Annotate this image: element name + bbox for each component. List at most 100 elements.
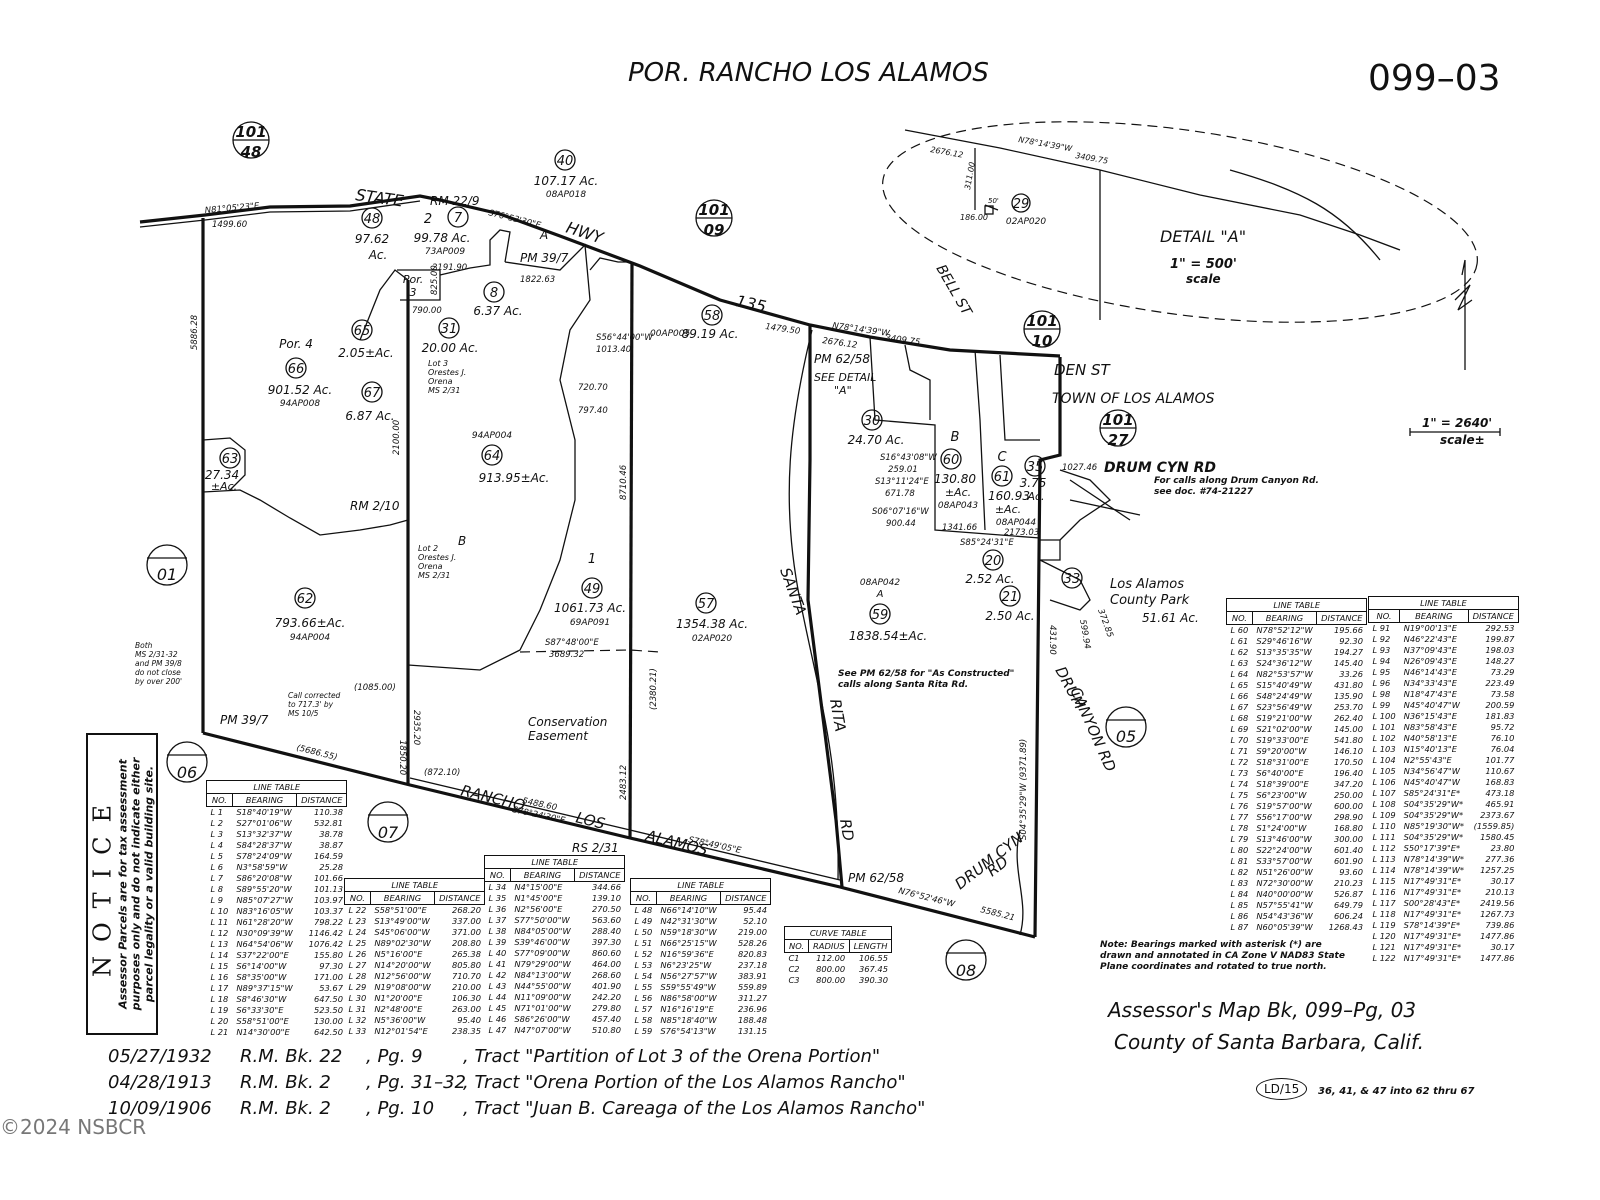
line-no: L 70	[1230, 735, 1249, 745]
parcel-acres: 2.50 Ac.	[985, 609, 1034, 623]
parcel-acres: 1354.38 Ac.	[676, 617, 748, 631]
line-no: L 119	[1372, 920, 1396, 930]
bearing: N18°47'43"E	[1403, 689, 1457, 699]
parcel-line	[202, 437, 246, 491]
bearing: N17°49'31"E*	[1403, 953, 1462, 963]
distance: 106.30	[451, 993, 481, 1003]
distance: 262.40	[1333, 713, 1363, 723]
line-no: L 72	[1230, 757, 1249, 767]
book-ref-08[interactable]: 08	[945, 939, 987, 981]
line-no: L 74	[1230, 779, 1249, 789]
line-no: L 56	[634, 993, 653, 1003]
asterisk-note: drawn and annotated in CA Zone V NAD83 S…	[1100, 951, 1345, 961]
bearing: S50°17'39"E*	[1403, 843, 1461, 853]
correction-note: MS 10/5	[288, 709, 319, 718]
bearing: S13°46'00"W	[1256, 834, 1312, 844]
parcel-acres: 107.17 Ac.	[534, 174, 598, 188]
parcel-doc: 94AP008	[280, 399, 320, 409]
bearing: N66°25'15"W	[660, 938, 717, 948]
parcel-67[interactable]: 676.87 Ac.	[345, 381, 395, 423]
bearing: N12°56'00"W	[374, 971, 431, 981]
book-ref-01[interactable]: 01	[146, 544, 188, 586]
distance: 277.36	[1485, 854, 1515, 864]
parcel-por-3[interactable]: Por.3	[403, 273, 423, 299]
book-ref-label: 01	[157, 565, 177, 584]
parcel-number: 35	[1027, 460, 1044, 475]
road-label-hwy: HWY	[564, 218, 607, 248]
parcel-number: 67	[364, 386, 381, 401]
parcel-21[interactable]: 212.50 Ac.	[985, 585, 1035, 623]
parcel-unit: Ac.	[368, 248, 388, 262]
book-ref-07[interactable]: 07	[367, 801, 409, 843]
parcel-65[interactable]: 652.05±Ac.	[338, 319, 394, 360]
bearing: N59°18'30"W	[660, 927, 717, 937]
book-ref-top: 101	[1026, 312, 1057, 330]
dimension-label: N81°05'23"E	[204, 201, 260, 216]
bearing: N40°58'13"E	[1403, 733, 1457, 743]
distance: 1267.73	[1480, 909, 1515, 919]
book-ref-05[interactable]: 05	[1105, 706, 1147, 748]
col-bearing: BEARING	[1399, 609, 1469, 623]
parcel-number: 48	[364, 212, 381, 227]
parcel-label: Por. 4	[279, 337, 313, 351]
book-ref-06[interactable]: 06	[166, 741, 208, 783]
distance: 647.50	[313, 994, 343, 1004]
lot-label-b: B	[458, 534, 466, 548]
correction-note: Call corrected	[288, 691, 341, 700]
parcel-8[interactable]: 86.37 Ac.	[473, 281, 523, 318]
distance: 1477.86	[1480, 931, 1515, 941]
line-no: L 9	[210, 895, 224, 905]
distance: 101.13	[313, 884, 343, 894]
length: 390.30	[858, 975, 888, 985]
parcel-20[interactable]: 202.52 Ac.	[965, 549, 1015, 586]
distance: 298.90	[1333, 812, 1363, 822]
distance: 268.20	[451, 905, 481, 915]
line-no: L 58	[634, 1015, 653, 1025]
col-bearing: BEARING	[369, 891, 436, 905]
ld-badge: LD/15	[1256, 1078, 1308, 1100]
col-distance: DISTANCE	[434, 891, 486, 905]
distance: 200.59	[1485, 700, 1515, 710]
col-bearing: BEARING	[1251, 611, 1318, 625]
bearing: S27°01'06"W	[236, 818, 292, 828]
bearing: S59°55'49"W	[660, 982, 716, 992]
lot-number: 1	[588, 552, 596, 567]
bearing: N40°00'00"W	[1256, 889, 1313, 899]
detail-a-dimension: 3409.75	[1075, 151, 1109, 166]
